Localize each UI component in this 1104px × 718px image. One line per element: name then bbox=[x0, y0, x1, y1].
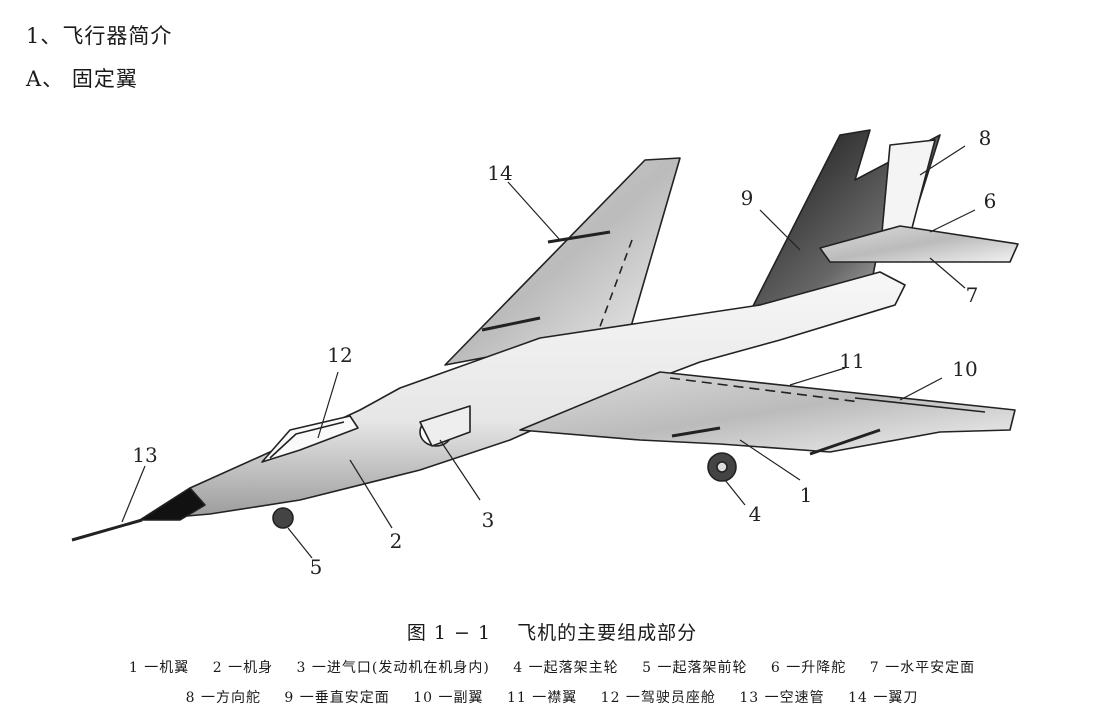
legend-item: 7 一水平安定面 bbox=[869, 660, 976, 676]
nose-wheel bbox=[272, 507, 294, 529]
section-heading: 1、飞行器简介 bbox=[26, 24, 173, 48]
legend-item: 3 一进气口(发动机在机身内) bbox=[296, 660, 490, 676]
legend-line-2: 8 一方向舵 9 一垂直安定面 10 一副翼 11 一襟翼 12 一驾驶员座舱 … bbox=[0, 687, 1104, 707]
callout-13: 13 bbox=[132, 443, 157, 467]
horizontal-tail bbox=[819, 225, 1019, 263]
callout-10: 10 bbox=[952, 357, 977, 381]
aircraft-illustration bbox=[71, 129, 1019, 542]
legend-item: 10 一副翼 bbox=[413, 690, 484, 706]
callout-8: 8 bbox=[979, 126, 992, 150]
callout-1: 1 bbox=[800, 483, 813, 507]
pitot-tube bbox=[71, 518, 143, 542]
legend-item: 14 一翼刀 bbox=[848, 690, 919, 706]
legend-item: 9 一垂直安定面 bbox=[284, 690, 390, 706]
callout-5: 5 bbox=[310, 555, 323, 579]
legend-item: 2 一机身 bbox=[212, 660, 274, 676]
figure-number: 图 1 − 1 bbox=[406, 622, 492, 644]
legend-item: 1 一机翼 bbox=[128, 660, 190, 676]
near-wing bbox=[519, 371, 1016, 453]
callout-3: 3 bbox=[482, 508, 495, 532]
legend-item: 6 一升降舵 bbox=[770, 660, 847, 676]
callout-11: 11 bbox=[839, 349, 864, 373]
subsection-heading: A、 固定翼 bbox=[26, 67, 138, 91]
callout-2: 2 bbox=[390, 529, 403, 553]
legend-item: 4 一起落架主轮 bbox=[513, 660, 619, 676]
legend-item: 11 一襟翼 bbox=[506, 690, 578, 706]
callout-7: 7 bbox=[966, 283, 979, 307]
legend-item: 12 一驾驶员座舱 bbox=[600, 690, 716, 706]
figure-caption: 图 1 − 1 飞机的主要组成部分 bbox=[0, 618, 1104, 645]
callout-9: 9 bbox=[741, 186, 754, 210]
callout-6: 6 bbox=[984, 189, 997, 213]
callout-12: 12 bbox=[327, 343, 352, 367]
nose bbox=[139, 487, 206, 521]
callout-4: 4 bbox=[749, 502, 762, 526]
legend-item: 8 一方向舵 bbox=[185, 690, 261, 706]
legend-item: 5 一起落架前轮 bbox=[642, 660, 748, 676]
callout-labels: 1 2 3 4 5 6 7 8 9 10 11 12 13 14 bbox=[132, 126, 996, 579]
legend-line-1: 1 一机翼 2 一机身 3 一进气口(发动机在机身内) 4 一起落架主轮 5 一… bbox=[0, 657, 1104, 677]
figure-title: 飞机的主要组成部分 bbox=[517, 622, 698, 644]
callout-leaders bbox=[121, 145, 976, 559]
canopy bbox=[261, 415, 359, 463]
legend-item: 13 一空速管 bbox=[739, 690, 825, 706]
callout-14: 14 bbox=[487, 161, 512, 185]
